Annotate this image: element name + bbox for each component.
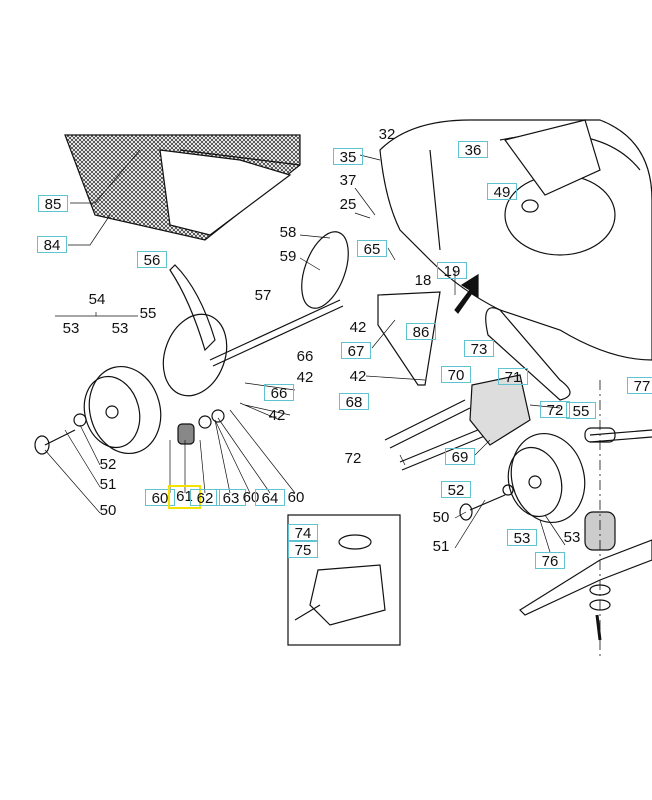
part-label-54[interactable]: 54 <box>88 291 106 308</box>
part-label-59[interactable]: 59 <box>279 248 297 265</box>
part-label-53[interactable]: 53 <box>62 320 80 337</box>
part-label-67[interactable]: 67 <box>341 342 371 360</box>
part-label-86[interactable]: 86 <box>406 323 436 341</box>
part-label-60[interactable]: 60 <box>145 489 175 507</box>
part-label-69[interactable]: 69 <box>445 448 475 466</box>
part-label-56[interactable]: 56 <box>137 251 167 269</box>
part-label-68[interactable]: 68 <box>339 393 369 411</box>
part-label-37[interactable]: 37 <box>339 172 357 189</box>
part-label-66[interactable]: 66 <box>264 384 294 402</box>
part-label-49[interactable]: 49 <box>487 183 517 201</box>
part-label-66[interactable]: 66 <box>296 348 314 365</box>
part-label-50[interactable]: 50 <box>432 509 450 526</box>
part-label-64[interactable]: 64 <box>255 489 285 507</box>
part-label-55[interactable]: 55 <box>566 402 596 420</box>
part-label-73[interactable]: 73 <box>464 340 494 358</box>
part-label-51[interactable]: 51 <box>432 538 450 555</box>
part-label-53[interactable]: 53 <box>507 529 537 547</box>
part-label-25[interactable]: 25 <box>339 196 357 213</box>
part-label-53[interactable]: 53 <box>563 529 581 546</box>
leader-lines <box>44 149 566 553</box>
front-wheel-right <box>459 432 586 524</box>
part-label-65[interactable]: 65 <box>357 240 387 258</box>
part-label-55[interactable]: 55 <box>139 305 157 322</box>
part-label-71[interactable]: 71 <box>498 368 528 386</box>
part-label-72[interactable]: 72 <box>344 450 362 467</box>
part-label-74[interactable]: 74 <box>288 524 318 542</box>
part-label-85[interactable]: 85 <box>38 195 68 213</box>
part-label-61-highlighted[interactable]: 61 <box>168 485 201 509</box>
part-label-57[interactable]: 57 <box>254 287 272 304</box>
axles <box>384 374 652 471</box>
part-label-76[interactable]: 76 <box>535 552 565 570</box>
part-label-84[interactable]: 84 <box>37 236 67 254</box>
part-label-53[interactable]: 53 <box>111 320 129 337</box>
part-label-50[interactable]: 50 <box>99 502 117 519</box>
part-label-42[interactable]: 42 <box>349 319 367 336</box>
mower-deck <box>379 119 652 401</box>
part-label-51[interactable]: 51 <box>99 476 117 493</box>
gearbox-inset <box>287 514 401 646</box>
height-adjust-lever <box>162 231 441 397</box>
part-label-77[interactable]: 77 <box>627 377 652 395</box>
part-label-70[interactable]: 70 <box>441 366 471 384</box>
blade <box>519 380 652 660</box>
part-label-35[interactable]: 35 <box>333 148 363 166</box>
part-label-60[interactable]: 60 <box>287 489 305 506</box>
part-label-18[interactable]: 18 <box>414 272 432 289</box>
part-label-32[interactable]: 32 <box>378 126 396 143</box>
part-label-72[interactable]: 72 <box>540 401 570 419</box>
part-label-63[interactable]: 63 <box>216 489 246 507</box>
part-label-42[interactable]: 42 <box>349 368 367 385</box>
part-label-36[interactable]: 36 <box>458 141 488 159</box>
part-label-58[interactable]: 58 <box>279 224 297 241</box>
grass-bag <box>64 134 301 241</box>
part-label-52[interactable]: 52 <box>441 481 471 499</box>
part-label-19[interactable]: 19 <box>437 262 467 280</box>
part-label-75[interactable]: 75 <box>288 541 318 559</box>
part-label-52[interactable]: 52 <box>99 456 117 473</box>
part-label-42[interactable]: 42 <box>268 407 286 424</box>
part-label-42[interactable]: 42 <box>296 369 314 386</box>
part-label-62[interactable]: 62 <box>190 489 220 507</box>
rear-wheel-left <box>34 365 225 455</box>
